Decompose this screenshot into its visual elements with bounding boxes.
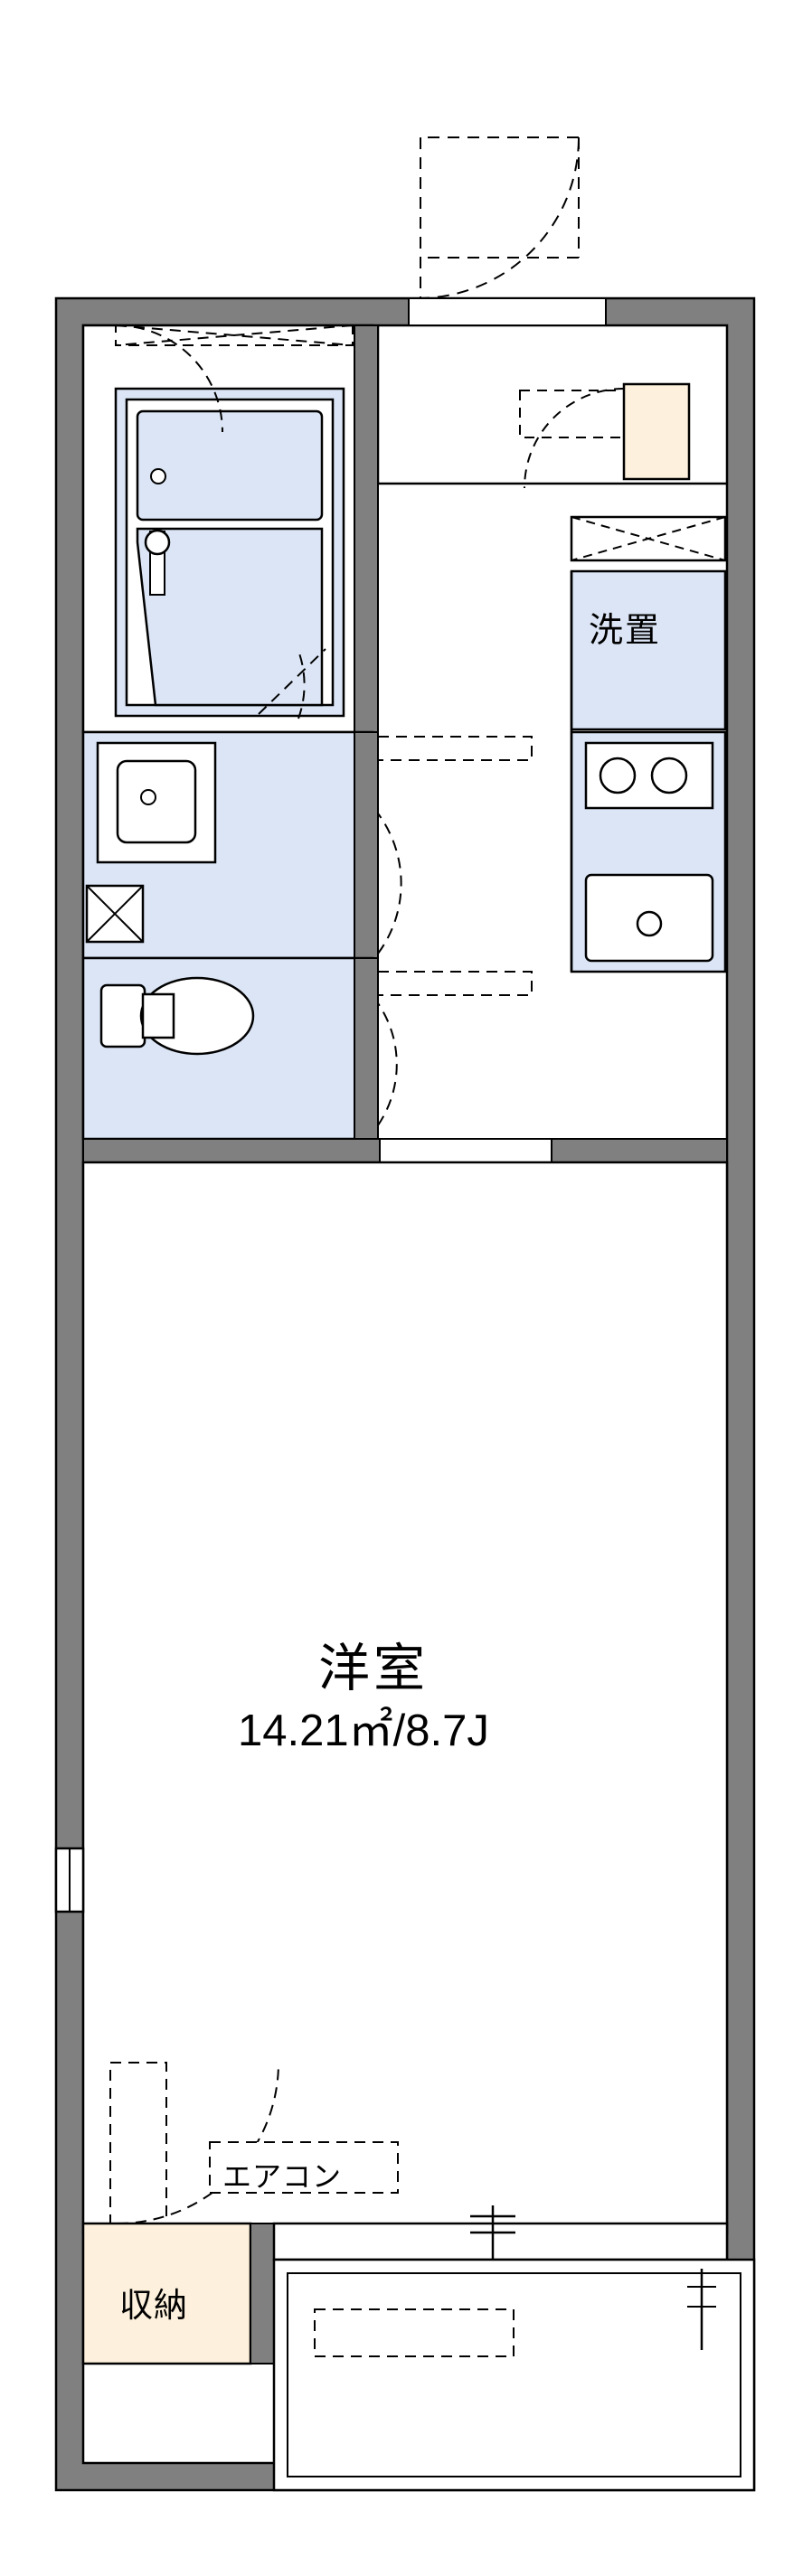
bathroom [81,324,379,734]
bath-entrance-arc [297,650,306,719]
kitchen-sink-drain [636,910,663,937]
room-door-opening [379,1138,552,1163]
label-aircon: エアコン [222,2160,343,2193]
washroom-right-wall [354,731,379,959]
stove-burner-right [650,757,688,794]
main-room [54,1161,729,2235]
main-room-floor [81,1161,729,2235]
closet-floor [81,2222,252,2365]
label-laundry: 洗置 [589,612,662,650]
floor-hatch-x2 [86,885,144,943]
closet [81,2062,279,2365]
bathtub [136,409,324,522]
stove-burner-left [599,757,637,794]
kitchen [570,515,727,973]
toilet-tank [99,983,146,1048]
label-room-area: 14.21㎡/8.7J [238,1706,489,1755]
shoe-box-door-arc [524,388,625,489]
balcony-area [272,2205,756,2492]
balcony-rail [314,2308,515,2357]
bathtub-drain [150,468,166,484]
washbasin-bowl [116,759,197,844]
washbasin-drain [140,789,156,805]
wall-cabinet-x2 [571,516,726,561]
aircon-marker [209,2141,399,2194]
toilet-door-leaf [377,971,533,996]
washroom-door-leaf [377,736,533,761]
balcony-inner [287,2272,741,2477]
entry-door-swing-arc [417,136,580,299]
closet-door-leaf [109,2062,167,2224]
shower-head [144,529,171,556]
toilet-room [81,736,533,1141]
toilet-door-arc [377,1002,398,1126]
shoe-box [622,382,691,481]
label-room-name: 洋室 [318,1640,429,1697]
bath-door-line-b [115,324,354,346]
washroom-door-arc [377,813,402,954]
toilet-neck [141,992,175,1039]
shoe-box-door-leaf [519,390,625,438]
laundry-space [570,569,727,731]
closet-right-wall [250,2223,275,2364]
washroom [81,730,379,960]
bath-sliding-door [115,324,354,346]
room-divider [82,1138,728,1319]
label-closet: 収納 [119,2287,188,2324]
bathroom-right-wall [354,324,379,733]
aircon-box [209,2141,399,2194]
bath-entrance-leaf [258,648,326,715]
toilet-right-wall [354,957,379,1140]
closet-door-arc [117,2062,279,2224]
entry-door-opening [408,297,607,326]
balcony-sill [272,2222,729,2261]
bath-floor [136,527,324,707]
